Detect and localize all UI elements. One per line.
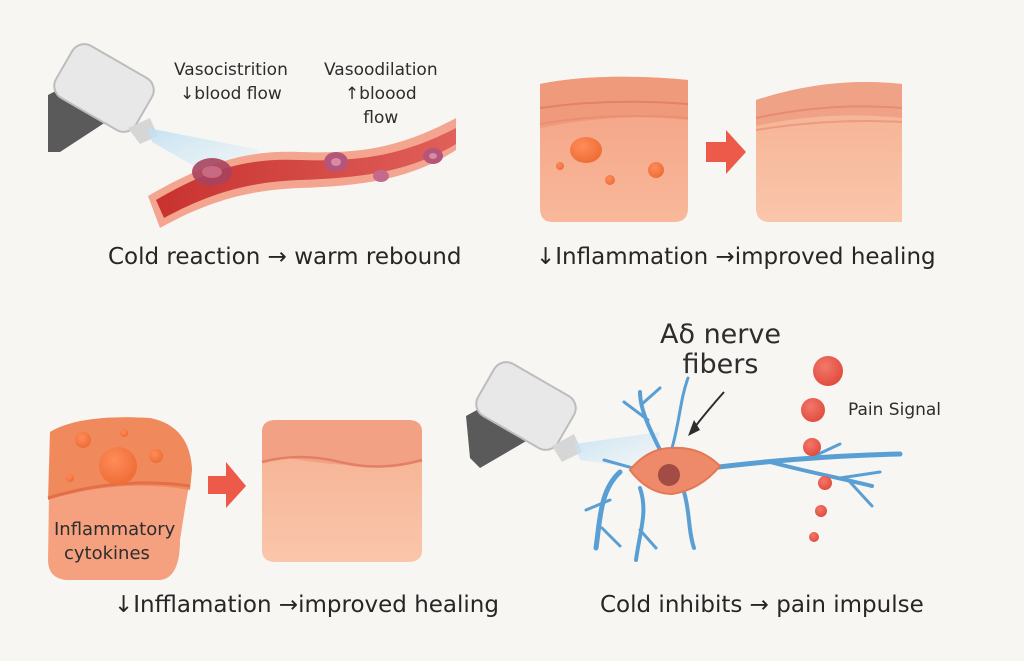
pain-dot: [809, 532, 819, 542]
inflamed-tissue-top: [539, 76, 689, 222]
nerve-fiber-label: Aδ nerve fibers: [660, 320, 781, 380]
pain-signal-dots: [801, 356, 843, 542]
cold-probe-icon: [48, 43, 158, 152]
pointer-arrow-icon: [693, 391, 725, 429]
healed-tissue-top: [755, 82, 903, 222]
vasodilation-label: Vasoodilation ↑bloood flow: [324, 58, 438, 130]
cytokines-line2: cytokines: [64, 543, 150, 564]
vasoconstriction-sub: ↓blood flow: [180, 84, 282, 104]
transition-arrow-icon: [706, 130, 746, 174]
nerve-fiber: [584, 376, 903, 562]
cytokine-dot: [120, 429, 128, 437]
nerve-fiber-line2: fibers: [682, 349, 759, 380]
vasoconstriction-label: Vasocistrition ↓blood flow: [174, 58, 288, 106]
pain-dot: [818, 476, 832, 490]
inflammation-top-caption: ↓Inflammation →improved healing: [536, 244, 936, 270]
inflammation-dot: [648, 162, 664, 178]
blood-cell: [373, 170, 389, 182]
cytokines-line1: Inflammatory: [54, 519, 176, 540]
nerve-caption: Cold inhibits → pain impulse: [600, 592, 924, 618]
transition-arrow-icon: [208, 462, 246, 508]
blood-cell: [202, 166, 222, 178]
pain-signal-label: Pain Signal: [848, 400, 942, 420]
pain-dot: [803, 438, 821, 456]
neuron-body: [628, 446, 722, 496]
cytokine-dot: [66, 474, 74, 482]
inflammation-bottom-caption: ↓Infflamation →improved healing: [114, 592, 499, 618]
cold-reaction-caption: Cold reaction → warm rebound: [108, 244, 462, 270]
inflammation-dot: [556, 162, 564, 170]
pain-dot: [801, 398, 825, 422]
pain-dot: [813, 356, 843, 386]
pain-dot: [815, 505, 827, 517]
cytokine-dot: [99, 447, 137, 485]
blood-cell: [331, 158, 341, 166]
vasodilation-title: Vasoodilation: [324, 60, 438, 80]
cold-probe-icon: [466, 361, 582, 468]
cytokines-label: Inflammatory cytokines: [54, 518, 175, 566]
vasodilation-sub: ↑bloood: [344, 84, 417, 104]
cytokine-dot: [149, 449, 163, 463]
vasoconstriction-title: Vasocistrition: [174, 60, 288, 80]
inflammation-dot: [605, 175, 615, 185]
healed-tissue-bottom: [261, 420, 423, 562]
blood-cell: [429, 153, 437, 159]
inflammation-dot: [570, 137, 602, 163]
inflamed-tissue-bottom: [47, 417, 192, 580]
blood-vessel: [148, 118, 456, 228]
vasodilation-sub2: flow: [363, 108, 399, 128]
nerve-fiber-line1: Aδ nerve: [660, 319, 781, 350]
cytokine-dot: [75, 432, 91, 448]
